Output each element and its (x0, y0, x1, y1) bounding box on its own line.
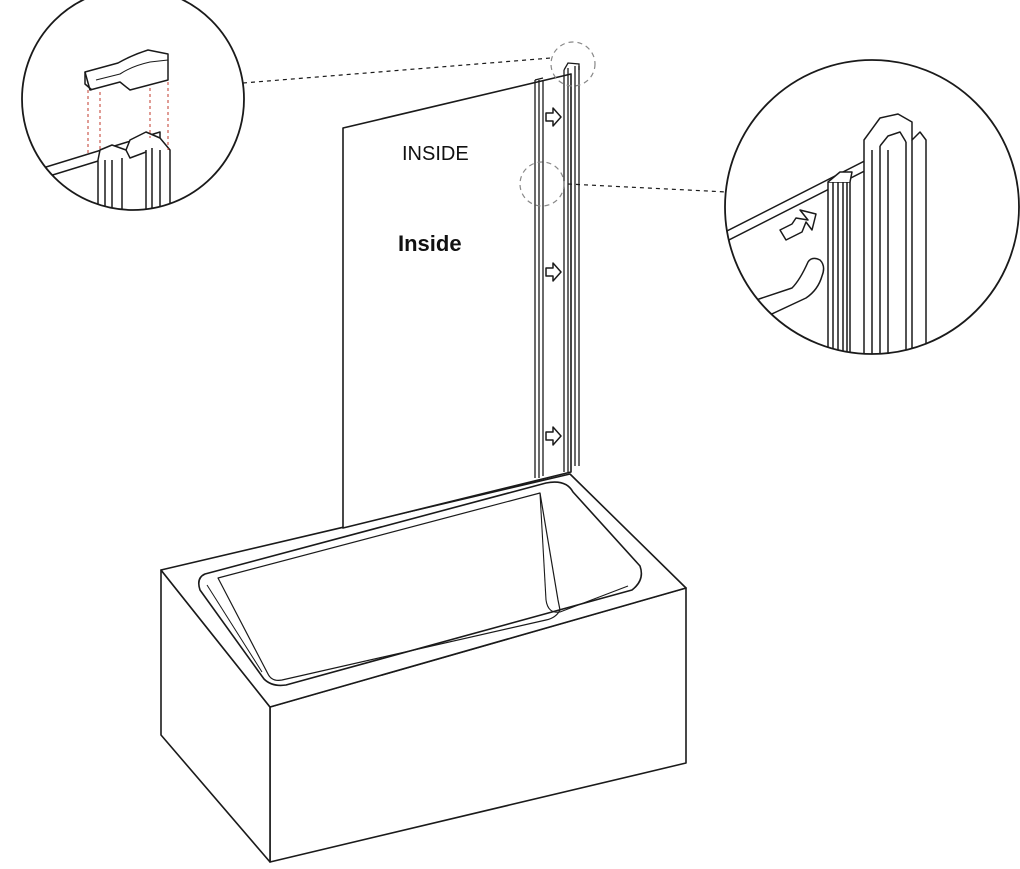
label-inside-bold: Inside (398, 231, 462, 256)
seal-insertion-detail (724, 59, 1020, 355)
detail-circle-left (21, 0, 245, 211)
seal-strip (827, 171, 853, 354)
arrow-icon (545, 426, 562, 446)
glass-panel (342, 73, 572, 529)
hinge-profile (534, 62, 580, 478)
profile-channel (863, 113, 927, 354)
label-inside-upper: INSIDE (402, 143, 469, 165)
callout-marker-top (550, 41, 596, 87)
detail-circle-right (724, 59, 1020, 355)
bathtub (160, 473, 687, 863)
push-arrow-icon (779, 209, 817, 241)
callout-leader-lines (242, 57, 728, 193)
spatula-tool-icon (730, 257, 825, 328)
callout-markers (519, 41, 596, 207)
arrow-icon (545, 107, 562, 127)
bathtub-basin-floor (217, 492, 561, 681)
top-cap-detail (21, 0, 245, 211)
arrow-icon (545, 262, 562, 282)
glass-sheet (342, 73, 572, 529)
bathtub-basin (198, 481, 643, 687)
insertion-arrows (545, 107, 562, 446)
callout-marker-middle (519, 161, 565, 207)
